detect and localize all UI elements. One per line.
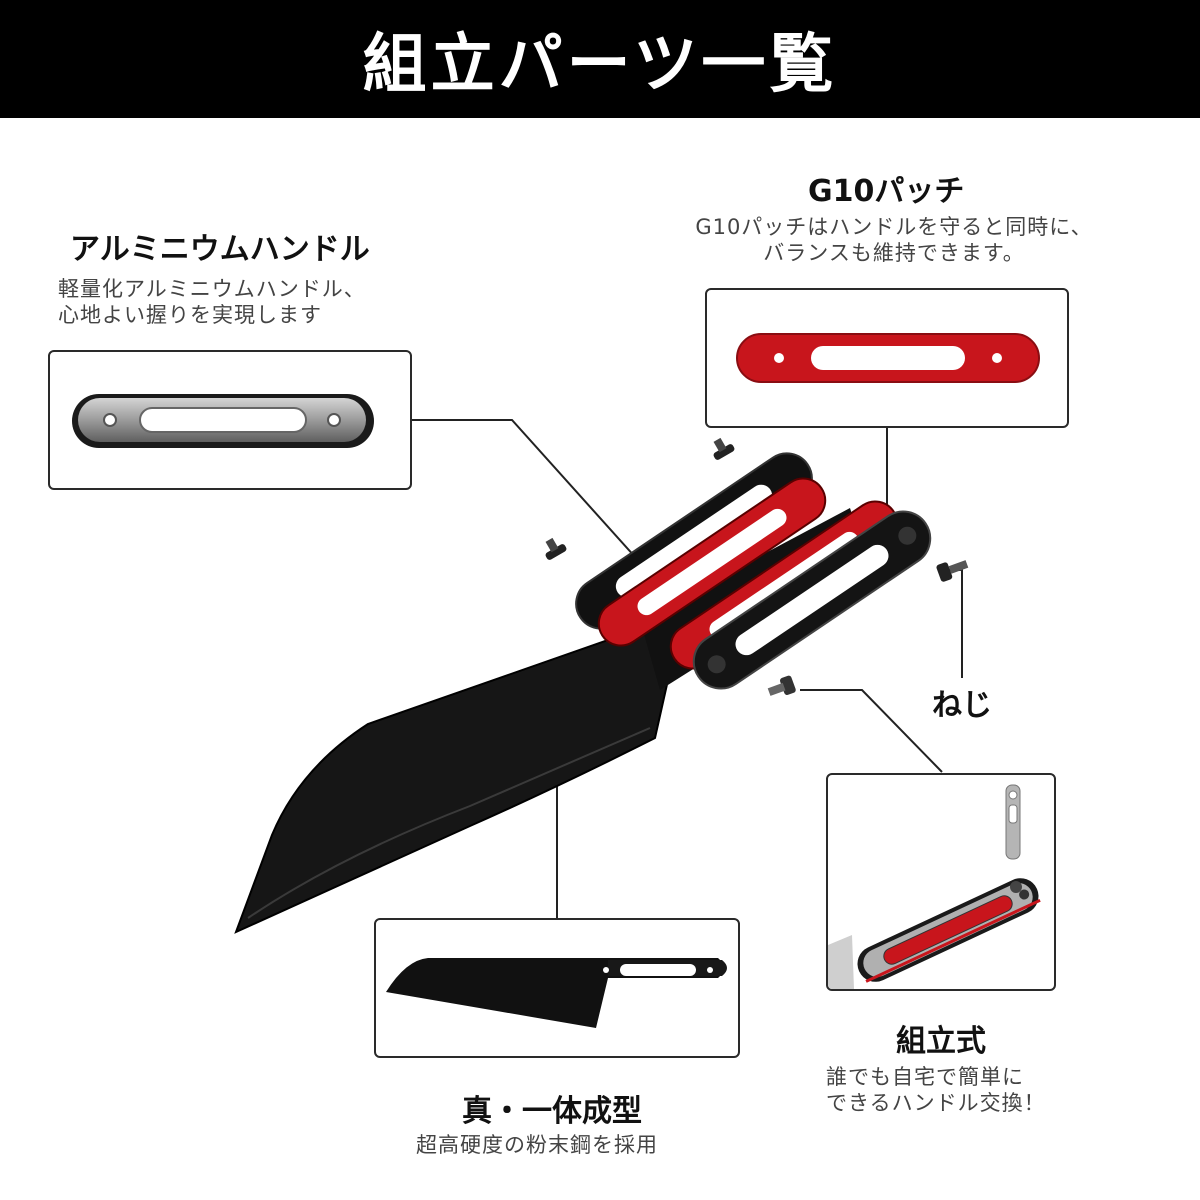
aluminum-handle-desc-line1: 軽量化アルミニウムハンドル、	[58, 277, 366, 301]
screw-1	[545, 537, 567, 560]
knife-blade	[234, 624, 670, 934]
g10-patch-back	[597, 477, 827, 647]
g10-patch-desc-line1: G10パッチはハンドルを守ると同時に、	[695, 215, 1093, 239]
screw-2	[713, 437, 735, 460]
assembly-heading: 組立式	[896, 1024, 986, 1059]
aluminum-handle-image	[72, 394, 374, 448]
g10-patch-card	[705, 288, 1069, 428]
g10-patch-description: G10パッチはハンドルを守ると同時に、 バランスも維持できます。	[664, 214, 1124, 266]
assembly-image	[828, 784, 1041, 989]
connector-screw	[948, 569, 963, 678]
assembly-desc-line2: できるハンドル交換！	[826, 1091, 1046, 1115]
aluminum-handle-card	[48, 350, 412, 490]
aluminum-handle-front	[692, 510, 932, 690]
wrench-tool-icon	[1005, 784, 1021, 860]
aluminum-handle-desc-line2: 心地よい握りを実現します	[58, 303, 322, 327]
assembly-description: 誰でも自宅で簡単に できるハンドル交換！	[826, 1064, 1046, 1116]
g10-patch-desc-line2: バランスも維持できます。	[763, 241, 1025, 265]
aluminum-handle-back	[575, 452, 813, 630]
blade-image	[386, 958, 727, 1028]
blade-description: 超高硬度の粉末鋼を採用	[416, 1133, 658, 1157]
connector-assembly	[800, 689, 943, 773]
blade-heading: 真・一体成型	[462, 1094, 642, 1129]
screw-3	[936, 560, 969, 582]
g10-patch-heading: G10パッチ	[808, 174, 965, 209]
aluminum-handle-description: 軽量化アルミニウムハンドル、 心地よい握りを実現します	[58, 276, 366, 328]
assembly-card	[826, 773, 1056, 991]
title-banner: 組立パーツ一覧	[0, 0, 1200, 118]
screw-4	[767, 675, 796, 696]
g10-patch-image	[736, 333, 1040, 383]
screw-heading: ねじ	[932, 688, 992, 723]
assembly-desc-line1: 誰でも自宅で簡単に	[826, 1065, 1024, 1089]
connector-aluminum-handle	[412, 419, 637, 559]
blade-card	[374, 918, 740, 1058]
page-title: 組立パーツ一覧	[362, 28, 838, 102]
aluminum-handle-heading: アルミニウムハンドル	[70, 232, 370, 267]
